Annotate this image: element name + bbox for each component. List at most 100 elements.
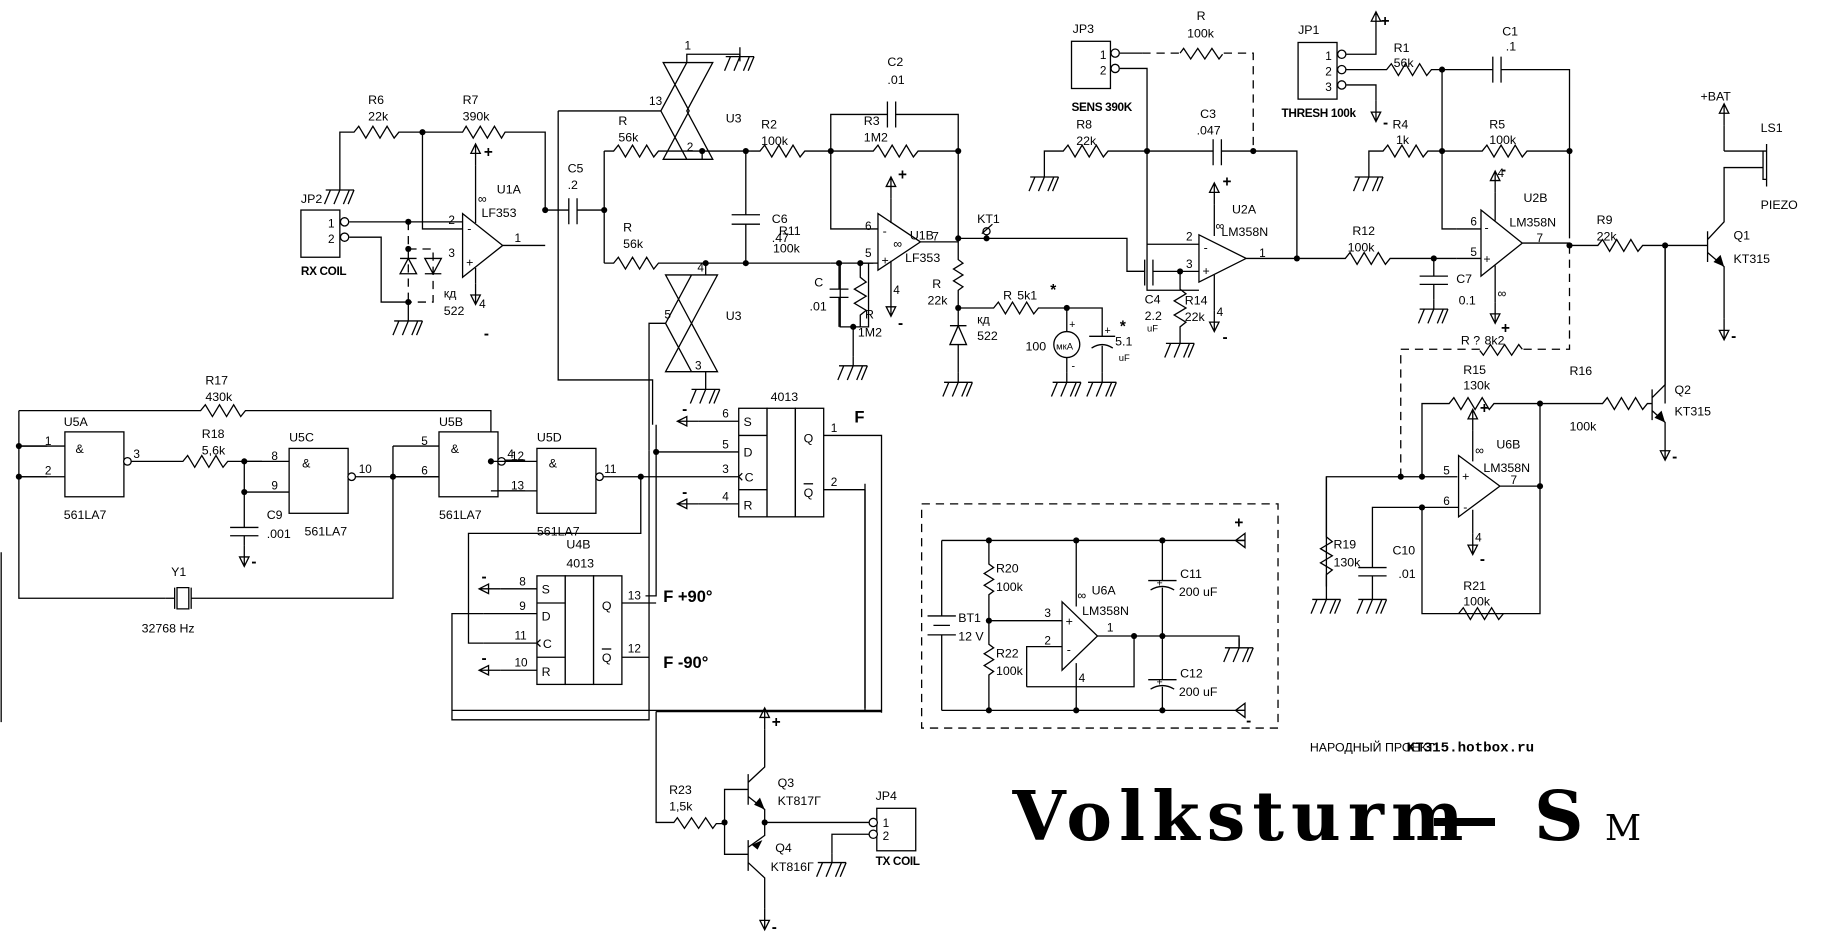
c2-ref: C2 bbox=[887, 55, 903, 69]
c5-ref: C5 bbox=[568, 161, 584, 175]
r5-value: 100k bbox=[1489, 133, 1517, 147]
jp3-pin2: 2 bbox=[1100, 63, 1107, 77]
q1-minus: - bbox=[1731, 328, 1736, 345]
svg-text:-: - bbox=[1067, 643, 1071, 657]
jp2-pin1: 1 bbox=[328, 217, 335, 231]
meter-label: мкА bbox=[1056, 341, 1074, 352]
c9-ref: C9 bbox=[267, 508, 283, 522]
r23-ref: R23 bbox=[669, 783, 692, 797]
r22k-value: 22k bbox=[928, 293, 949, 307]
r-sens-ref: R bbox=[1197, 9, 1206, 23]
opamp-u1b: + - ∞ U1B LF353 6 5 7 4 -+ bbox=[860, 166, 959, 332]
u2a-part: LM358N bbox=[1221, 225, 1268, 239]
u2b-plus-rail: + bbox=[1501, 320, 1510, 337]
c5-value: .2 bbox=[568, 178, 578, 192]
u4b-in-c: C bbox=[543, 637, 552, 651]
rx-diode-ref: кд bbox=[444, 286, 457, 300]
c9-minus: - bbox=[251, 553, 256, 570]
y1-ref: Y1 bbox=[171, 565, 186, 579]
y1-freq: 32768 Hz bbox=[142, 621, 195, 635]
u1b-ref: U1B bbox=[910, 229, 934, 243]
jp1-connector: JP1 1 2 3 THRESH 100k bbox=[1282, 23, 1357, 120]
u6b-ref: U6B bbox=[1496, 437, 1520, 451]
r9-value: 22k bbox=[1597, 230, 1618, 244]
title-dash: — bbox=[1430, 777, 1506, 857]
gate-u5b: U5B & 561LA7 5 6 4 bbox=[421, 415, 526, 522]
cap-5u1: + * 5.1 uF bbox=[1086, 319, 1132, 398]
gate-u5d: U5D & 561LA7 12 13 11 bbox=[490, 430, 739, 539]
r5k1-mark: * bbox=[1050, 282, 1056, 299]
u4b-in-d: D bbox=[542, 610, 551, 624]
u4b-pin9: 9 bbox=[519, 599, 526, 613]
u5c-pin9: 9 bbox=[271, 479, 278, 493]
tx-coil-caption: TX COIL bbox=[876, 854, 920, 868]
u3-top-pin13: 13 bbox=[649, 94, 663, 108]
u6b-pin-vneg: 4 bbox=[1475, 531, 1482, 545]
u4b-ref: U4B bbox=[566, 538, 590, 552]
u3-bot-pin4: 4 bbox=[697, 260, 704, 274]
psu-minus: - bbox=[1246, 713, 1251, 730]
psu-plus: + bbox=[1234, 514, 1243, 531]
u6a-ref: U6A bbox=[1092, 584, 1117, 598]
u5b-pin4: 4 bbox=[507, 447, 514, 461]
c-01-value: .01 bbox=[810, 299, 827, 313]
jp4-connector: JP4 1 2 TX COIL bbox=[868, 789, 920, 868]
r8k2-value: 8k2 bbox=[1485, 334, 1505, 348]
u5c-part: 561LA7 bbox=[304, 525, 347, 539]
u2b-inf: ∞ bbox=[1498, 286, 1507, 300]
ff1-s-minus: - bbox=[682, 401, 687, 418]
u1a-minus: - bbox=[484, 326, 489, 343]
ff1-r-minus: - bbox=[682, 484, 687, 501]
r22k-ref: R bbox=[932, 277, 941, 291]
c1-ref: C1 bbox=[1502, 24, 1518, 38]
thresh-caption: THRESH 100k bbox=[1282, 106, 1357, 120]
det-diode-part: 522 bbox=[977, 329, 998, 343]
svg-text:+: + bbox=[1156, 677, 1162, 689]
q2-minus: - bbox=[1672, 448, 1677, 465]
u3-bot-pin5: 5 bbox=[664, 308, 671, 322]
title-block: Volksturm — S M bbox=[1012, 777, 1642, 857]
u6b-pin-out: 7 bbox=[1510, 473, 1517, 487]
c4-ref: C4 bbox=[1145, 292, 1161, 306]
c9-value: .001 bbox=[267, 527, 291, 541]
q3-part: KT817Г bbox=[778, 794, 821, 808]
c6-value: .47 bbox=[772, 231, 789, 245]
u3-bot-pin3: 3 bbox=[695, 358, 702, 372]
u6b-inf: ∞ bbox=[1475, 443, 1484, 457]
det-diode-ref: кд bbox=[977, 312, 990, 326]
u2a-pin-inv: 2 bbox=[1186, 230, 1193, 244]
c7-ref: C7 bbox=[1456, 272, 1472, 286]
r22-ref: R22 bbox=[996, 646, 1019, 660]
u6a-part: LM358N bbox=[1082, 604, 1129, 618]
u5d-pin11: 11 bbox=[604, 462, 616, 476]
u5a-pin3: 3 bbox=[133, 447, 140, 461]
u5d-pin12: 12 bbox=[511, 449, 524, 463]
svg-text:-: - bbox=[1463, 500, 1467, 514]
r15-ref: R15 bbox=[1463, 363, 1486, 377]
u5a-symbol: & bbox=[76, 442, 85, 456]
u4b-pin12: 12 bbox=[628, 642, 641, 656]
transistor-q1: - Q1 KT315 bbox=[1706, 193, 1771, 345]
r20-ref: R20 bbox=[996, 561, 1019, 575]
c3-value: .047 bbox=[1197, 124, 1221, 138]
u5c-symbol: & bbox=[302, 456, 311, 470]
ff1-pin5: 5 bbox=[722, 437, 729, 451]
bat-label: +BAT bbox=[1700, 89, 1731, 103]
u2b-part: LM358N bbox=[1509, 216, 1556, 230]
u2a-pin-vneg: 4 bbox=[1217, 305, 1224, 319]
r14-ref: R14 bbox=[1185, 293, 1208, 307]
bt1-ref: BT1 bbox=[958, 611, 981, 625]
u4b-in-s: S bbox=[542, 583, 550, 597]
q1-part: KT315 bbox=[1734, 252, 1771, 266]
ff1-in-s: S bbox=[743, 415, 751, 429]
r-sens-value: 100k bbox=[1187, 27, 1215, 41]
jp3-ref: JP3 bbox=[1073, 22, 1094, 36]
meter-plus: + bbox=[1069, 319, 1075, 331]
u6a-pin-inv: 2 bbox=[1044, 633, 1051, 647]
ff1-qbar: Q bbox=[804, 486, 814, 500]
u1a-noninv-sign: + bbox=[466, 256, 473, 270]
r2-value: 100k bbox=[761, 134, 789, 148]
u6a-pin-out: 1 bbox=[1107, 620, 1114, 634]
signal-f-plus-90: F +90° bbox=[663, 587, 712, 606]
bt1-value: 12 V bbox=[958, 630, 984, 644]
